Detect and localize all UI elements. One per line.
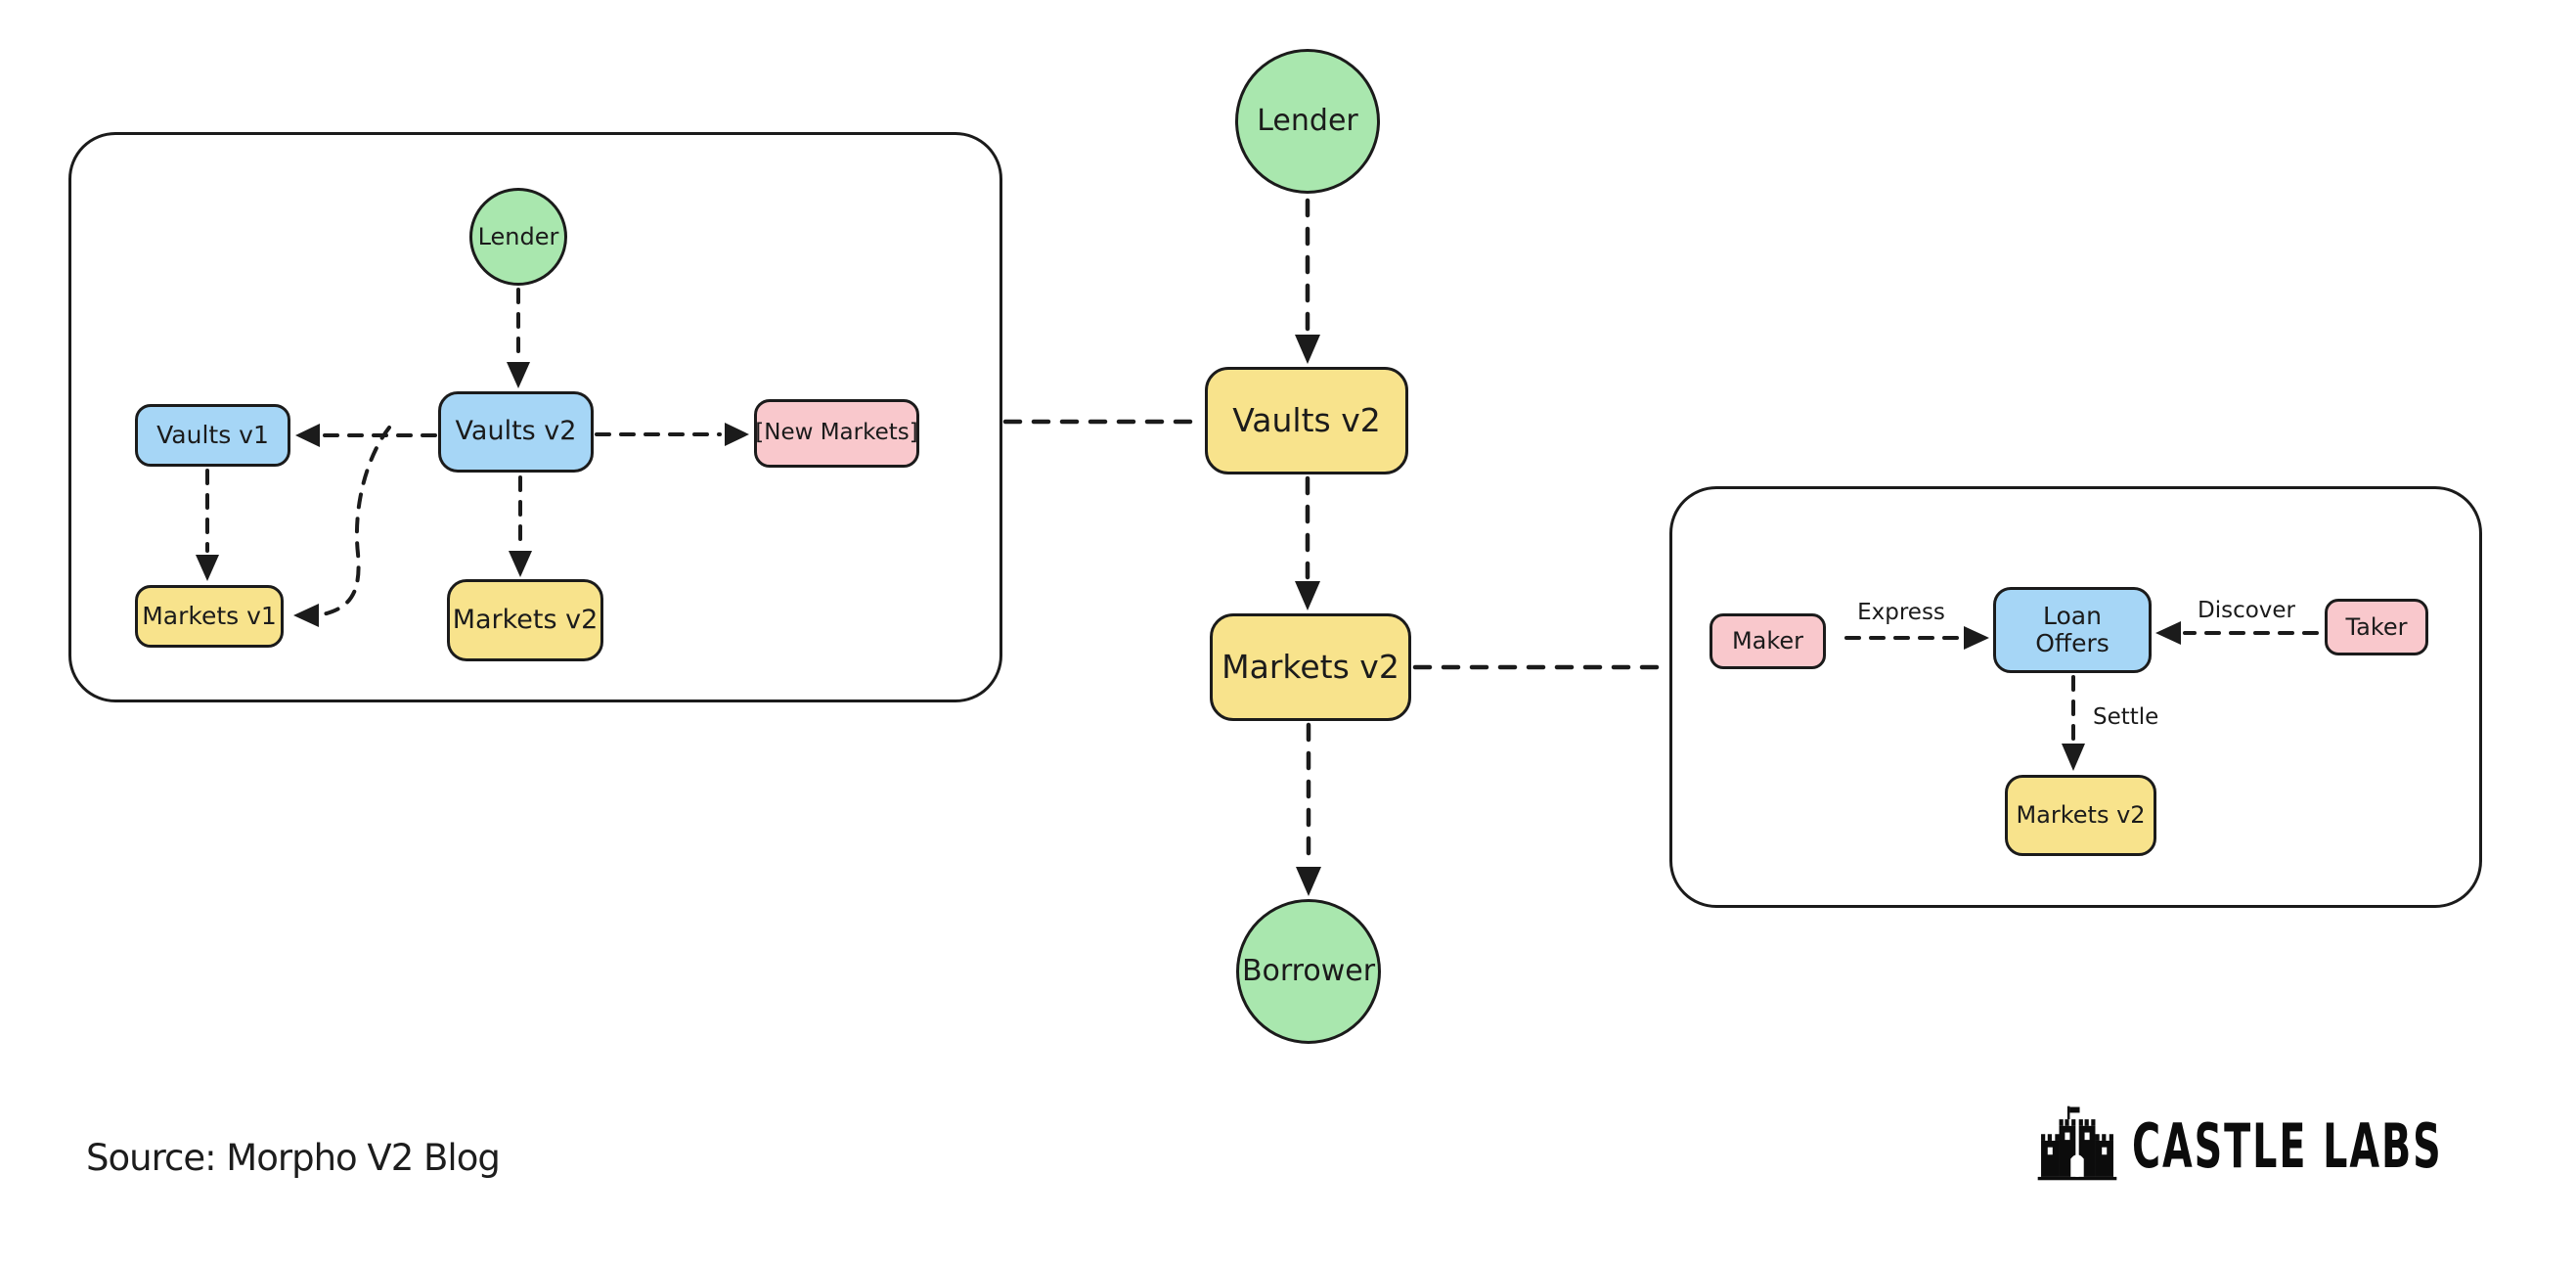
left-vaults-v1-node: Vaults v1 [135,404,290,467]
arrowhead-center-vaults-v2-to-markets-v2 [1295,581,1320,610]
right-markets-v2-label: Markets v2 [2016,801,2146,830]
center-markets-v2-node: Markets v2 [1210,613,1411,721]
center-lender-circle: Lender [1235,49,1380,194]
arrowhead-vaults-v1-to-markets-v1 [196,555,219,581]
right-maker-label: Maker [1731,627,1804,655]
left-markets-v2-label: Markets v2 [452,604,599,635]
left-lender-label: Lender [477,222,559,250]
left-vaults-v1-label: Vaults v1 [156,421,269,449]
right-maker-node: Maker [1710,613,1826,669]
discover-edge-label: Discover [2197,598,2296,623]
center-vaults-v2-node: Vaults v2 [1205,367,1408,474]
right-panel-loan-offers-detail [1669,486,2482,908]
left-vaults-v2-label: Vaults v2 [455,416,577,447]
arrowhead-loan-offers-to-markets-v2 [2062,744,2085,771]
arrowhead-center-markets-v2-to-borrower [1296,867,1321,896]
center-borrower-label: Borrower [1241,954,1376,989]
left-markets-v1-node: Markets v1 [135,585,284,648]
left-markets-v2-node: Markets v2 [447,579,603,661]
right-taker-label: Taker [2345,612,2408,641]
right-loan-offers-node: Loan Offers [1993,587,2152,673]
right-markets-v2-node: Markets v2 [2005,775,2156,856]
arrowhead-left-vaults-v2-to-markets-v2 [509,551,532,577]
arrowhead-vaults-v2-to-markets-v1 [293,604,319,627]
left-vaults-v2-node: Vaults v2 [438,391,594,473]
castle-labs-wordmark: CASTLE LABS [2132,1109,2443,1182]
arrowhead-center-lender-to-vaults-v2 [1295,335,1320,364]
arrowhead-maker-to-loan-offers [1964,626,1989,650]
source-attribution-text: Source: Morpho V2 Blog [86,1137,501,1179]
center-borrower-circle: Borrower [1236,899,1381,1044]
center-lender-label: Lender [1257,104,1358,139]
center-vaults-v2-label: Vaults v2 [1232,400,1381,439]
right-loan-offers-label: Loan Offers [2035,602,2110,657]
settle-edge-label: Settle [2093,704,2159,730]
connector-vaults-v2-to-markets-v1-curve [321,426,391,616]
express-edge-label: Express [1857,600,1945,625]
arrowhead-vaults-v2-to-vaults-v1 [295,424,320,447]
left-lender-circle: Lender [469,188,567,286]
left-new-markets-node: [New Markets] [754,399,919,468]
arrowhead-taker-to-loan-offers [2155,621,2181,645]
arrowhead-left-lender-to-vaults-v2 [507,362,530,388]
center-markets-v2-label: Markets v2 [1221,647,1399,686]
right-taker-node: Taker [2325,599,2428,655]
left-markets-v1-label: Markets v1 [142,602,277,630]
left-new-markets-label: [New Markets] [755,420,918,446]
arrowhead-vaults-v2-to-new-markets [725,423,749,446]
castle-labs-logo: CASTLE LABS [2036,1104,2576,1188]
left-panel-vaults-detail [68,132,1002,702]
castle-icon [2036,1104,2118,1188]
